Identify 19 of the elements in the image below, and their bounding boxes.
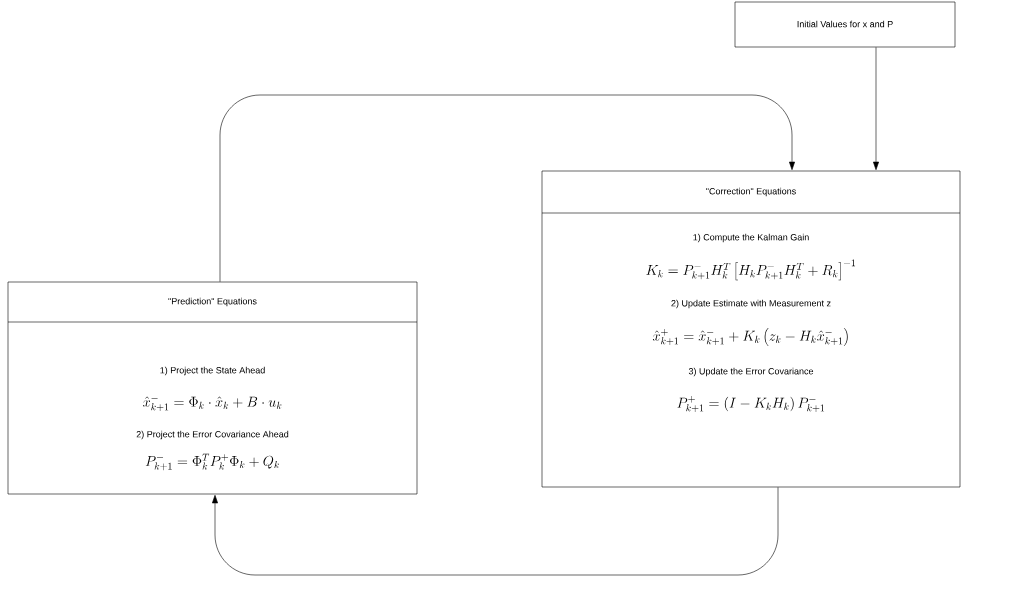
step-label: 2) Update Estimate with Measurement z xyxy=(671,299,831,309)
step-label: 1) Project the State Ahead xyxy=(160,366,265,376)
arrow xyxy=(873,47,879,171)
step-label: 2) Project the Error Covariance Ahead xyxy=(136,430,289,440)
equation: $K_k = P_{k+1}^{-} H_k^{T} \left[ H_k P_{k+1}^{-} H_k^{T} + R_k \right]^{-1}$ xyxy=(646,259,856,281)
step-label: Initial Values for x and P xyxy=(797,20,893,28)
step-label: 3) Update the Error Covariance xyxy=(688,367,814,377)
arrow xyxy=(212,487,779,576)
step-label: 1) Compute the Kalman Gain xyxy=(693,233,809,243)
process-box xyxy=(734,1,956,48)
box-heading: "Correction" Equations xyxy=(706,187,796,197)
equation: $P_{k+1}^{+} = \left( I - K_k H_k \right) P_{k+1}^{-}$ xyxy=(677,396,825,413)
equation: $P_{k+1}^{-} = \Phi_k^{T} P_k^{+} \Phi_k + Q_k$ xyxy=(145,453,279,471)
arrow xyxy=(219,94,795,282)
equations-box xyxy=(7,281,418,495)
box-heading: "Prediction" Equations xyxy=(168,297,257,307)
equation: $\hat{x}_{k+1}^{+} = \hat{x}_{k+1}^{-} + K_k \left( z_k - H_k \hat{x}_{k+1}^{-} \right)$ xyxy=(652,328,848,346)
equation: $\hat{x}_{k+1}^{-} = \Phi_k \cdot \hat{x}_k + B \cdot u_k$ xyxy=(143,396,282,412)
equations-box xyxy=(541,170,961,488)
